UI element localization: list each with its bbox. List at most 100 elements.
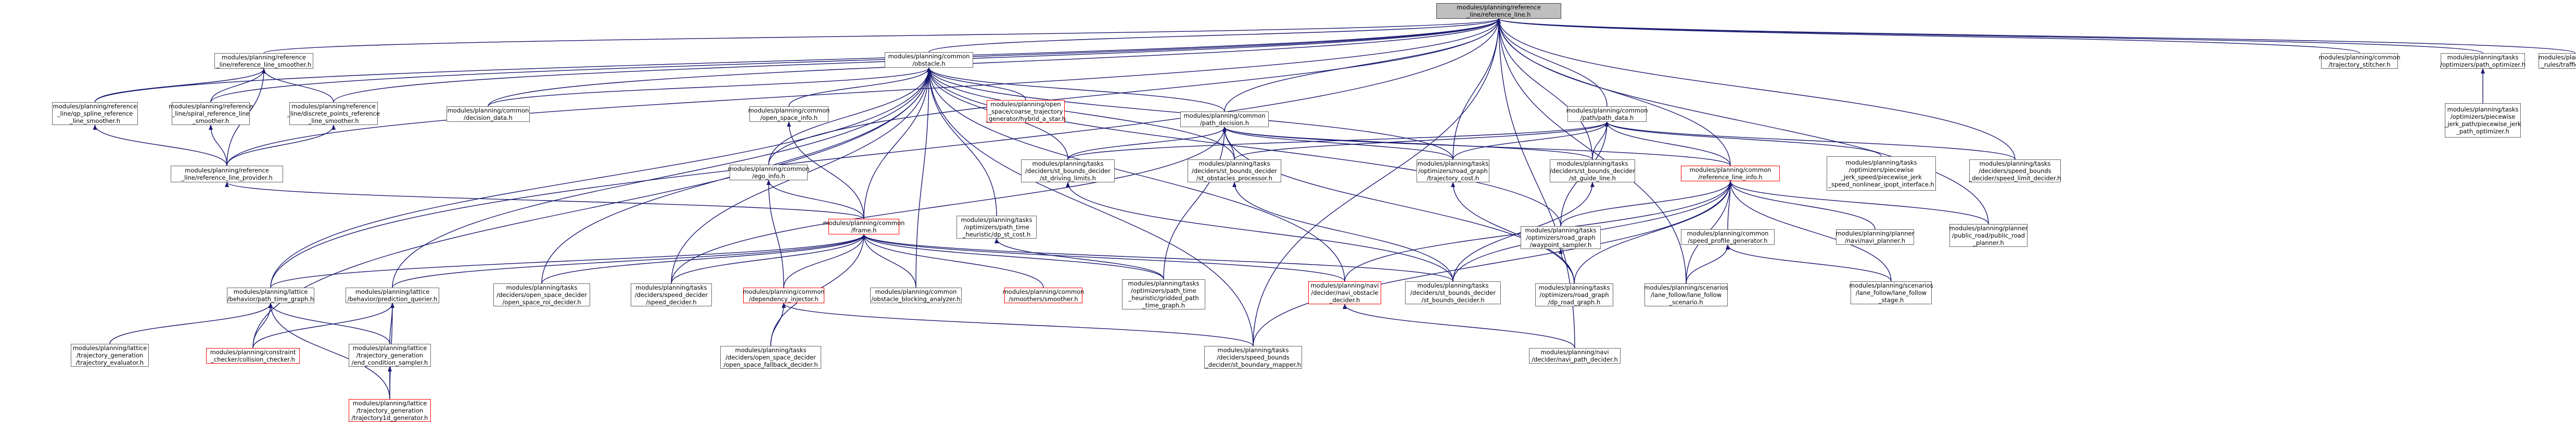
dependency-edge (671, 234, 866, 284)
graph-node-open-space-fallback-decider[interactable]: modules/planning/tasks /deciders/open_sp… (720, 346, 821, 369)
dependency-edge (927, 67, 1235, 160)
graph-node-path-optimizer[interactable]: modules/planning/tasks /optimizers/path_… (2440, 53, 2526, 69)
dependency-edge (928, 18, 1501, 53)
graph-node-traffic-decider[interactable]: modules/planning/traffic _rules/traffic_… (2539, 53, 2576, 69)
dependency-edge (1163, 127, 1227, 280)
graph-node-st-obstacles-processor[interactable]: modules/planning/tasks /deciders/st_boun… (1188, 159, 1281, 182)
dependency-edge (1497, 18, 1593, 160)
graph-node-frame[interactable]: modules/planning/common /frame.h (823, 219, 904, 234)
graph-node-lane-follow-stage[interactable]: modules/planning/scenarios /lane_follow/… (1849, 281, 1933, 304)
graph-node-provider[interactable]: modules/planning/reference _line/referen… (171, 166, 283, 182)
dependency-edge (1728, 181, 1989, 225)
node-label: modules/planning/reference _line/referen… (181, 167, 273, 181)
dependency-edge (1605, 121, 1731, 166)
dependency-edge (787, 121, 864, 219)
graph-node-trajectory1d-generator[interactable]: modules/planning/lattice /trajectory_gen… (349, 399, 431, 422)
dependency-edge (1234, 121, 1609, 160)
graph-node-ref-line: modules/planning/reference _line/referen… (1436, 3, 1561, 19)
node-label: modules/planning/tasks /deciders/speed_d… (634, 284, 708, 306)
graph-node-ref-smoother[interactable]: modules/planning/reference _line/referen… (214, 53, 313, 69)
dependency-edge (270, 234, 866, 288)
dependency-edge (1497, 18, 2483, 54)
graph-node-spiral[interactable]: modules/planning/reference _line/spiral_… (169, 102, 253, 125)
node-label: modules/planning/tasks /deciders/st_boun… (1550, 160, 1635, 182)
dependency-edge (1452, 121, 1609, 160)
graph-node-open-space-roi-decider[interactable]: modules/planning/tasks /deciders/open_sp… (493, 283, 590, 306)
graph-node-st-boundary-mapper[interactable]: modules/planning/tasks /deciders/speed_b… (1204, 346, 1302, 369)
node-label: modules/planning/navi /decider/navi_obst… (1310, 282, 1379, 304)
graph-node-collision-checker[interactable]: modules/planning/constraint _checker/col… (206, 348, 300, 364)
graph-node-waypoint-sampler[interactable]: modules/planning/tasks /optimizers/road_… (1521, 226, 1601, 249)
graph-node-st-guide-line[interactable]: modules/planning/tasks /deciders/st_boun… (1550, 159, 1635, 182)
dependency-edge (1067, 121, 1609, 160)
graph-node-path-time-graph[interactable]: modules/planning/lattice /behavior/path_… (227, 288, 314, 303)
node-label: modules/planning/common /dependency_inje… (743, 288, 825, 303)
dependency-edge (1560, 181, 1732, 227)
graph-node-dependency-injector[interactable]: modules/planning/common /dependency_inje… (743, 288, 824, 303)
node-label: modules/planning/tasks /deciders/st_boun… (1192, 160, 1277, 182)
node-label: modules/planning/reference _line/qp_spli… (53, 103, 137, 125)
graph-node-gridded-path-time-graph[interactable]: modules/planning/tasks /optimizers/path_… (1122, 279, 1205, 309)
graph-node-st-driving-limits[interactable]: modules/planning/tasks /deciders/st_boun… (1021, 159, 1115, 182)
graph-node-path-data[interactable]: modules/planning/common /path/path_data.… (1566, 106, 1648, 122)
dependency-edge (226, 18, 1501, 166)
dependency-edge (541, 234, 866, 284)
node-label: modules/planning/planner /public_road/pu… (1949, 225, 2028, 246)
graph-node-smoothers[interactable]: modules/planning/common /smoothers/smoot… (1003, 288, 1084, 303)
graph-node-trajectory-stitcher[interactable]: modules/planning/common /trajectory_stit… (2319, 53, 2400, 69)
node-label: modules/planning/common /obstacle_blocki… (871, 288, 961, 303)
graph-node-lane-follow-scenario[interactable]: modules/planning/scenarios /lane_follow/… (1644, 283, 1728, 306)
graph-node-end-condition-sampler[interactable]: modules/planning/lattice /trajectory_gen… (349, 344, 431, 367)
dependency-edge (1222, 127, 1575, 284)
graph-node-reference-line-info[interactable]: modules/planning/common /reference_line_… (1681, 166, 1780, 181)
dependency-edge (1605, 121, 2016, 160)
dependency-edge (862, 234, 1164, 280)
node-label: modules/planning/lattice /behavior/predi… (347, 288, 438, 303)
graph-node-path-decision[interactable]: modules/planning/common /path_decision.h (1180, 111, 1269, 127)
graph-node-path-time-heuristic[interactable]: modules/planning/tasks /optimizers/path_… (957, 216, 1037, 239)
graph-node-discrete[interactable]: modules/planning/reference _line/discret… (287, 102, 380, 125)
node-label: modules/planning/tasks /deciders/st_boun… (1025, 160, 1111, 182)
graph-node-trajectory-cost[interactable]: modules/planning/tasks /optimizers/road_… (1417, 159, 1489, 182)
graph-node-navi-path-decider[interactable]: modules/planning/navi /decider/navi_path… (1529, 348, 1621, 364)
graph-node-open-space-info[interactable]: modules/planning/common /open_space_info… (748, 106, 830, 122)
node-label: modules/planning/traffic _rules/traffic_… (2538, 54, 2576, 68)
graph-node-trajectory-evaluator[interactable]: modules/planning/lattice /trajectory_gen… (71, 344, 149, 367)
graph-node-piecewise-jerk-path[interactable]: modules/planning/tasks /optimizers/piece… (2444, 103, 2521, 138)
graph-node-speed-limit-decider[interactable]: modules/planning/tasks /deciders/speed_b… (1969, 159, 2061, 182)
graph-node-dp-road-graph[interactable]: modules/planning/tasks /optimizers/road_… (1535, 283, 1613, 306)
dependency-edge (1222, 127, 1453, 160)
graph-node-public-road-planner[interactable]: modules/planning/planner /public_road/pu… (1949, 224, 2027, 247)
dependency-edge (94, 18, 1501, 103)
node-label: modules/planning/tasks /optimizers/piece… (1828, 159, 1934, 188)
dependency-edge (1728, 181, 1876, 230)
dependency-edge (1497, 18, 1989, 225)
node-label: modules/planning/lattice /behavior/path_… (227, 288, 314, 303)
graph-node-navi-planner[interactable]: modules/planning/planner /navi/navi_plan… (1836, 229, 1914, 245)
dependency-edge (1497, 18, 2016, 160)
graph-node-piecewise-jerk[interactable]: modules/planning/tasks /optimizers/piece… (1827, 156, 1936, 191)
graph-node-qp-spline[interactable]: modules/planning/reference _line/qp_spli… (52, 102, 138, 125)
node-label: modules/planning/tasks /optimizers/path_… (2440, 54, 2526, 68)
dependency-edge (927, 67, 1345, 282)
graph-node-st-bounds-decider[interactable]: modules/planning/tasks /deciders/st_boun… (1405, 281, 1501, 304)
dependency-edge (927, 67, 1561, 227)
dependency-edge (915, 67, 931, 288)
graph-node-obstacle[interactable]: modules/planning/common /obstacle.h (885, 52, 973, 68)
graph-node-navi-obstacle-decider[interactable]: modules/planning/navi /decider/navi_obst… (1308, 281, 1381, 304)
dependency-edge (927, 67, 997, 216)
graph-node-hybrid-a-star[interactable]: modules/planning/open _space/coarse_traj… (986, 100, 1066, 123)
graph-node-speed-profile-generator[interactable]: modules/planning/common /speed_profile_g… (1681, 229, 1775, 245)
graph-node-speed-decider[interactable]: modules/planning/tasks /deciders/speed_d… (631, 283, 712, 306)
graph-node-ego-info[interactable]: modules/planning/common /ego_info.h (728, 165, 809, 180)
graph-node-prediction-querier[interactable]: modules/planning/lattice /behavior/predi… (346, 288, 439, 303)
dependency-edge (1343, 304, 1575, 349)
graph-node-obstacle-blocking[interactable]: modules/planning/common /obstacle_blocki… (870, 288, 962, 303)
dependency-edge (1605, 121, 1882, 157)
dependency-edge (488, 67, 931, 107)
dependency-edge (994, 238, 1164, 280)
node-label: modules/planning/reference _line/referen… (216, 54, 312, 68)
dependency-edge (93, 125, 227, 166)
graph-node-decision-data[interactable]: modules/planning/common /decision_data.h (447, 106, 530, 122)
